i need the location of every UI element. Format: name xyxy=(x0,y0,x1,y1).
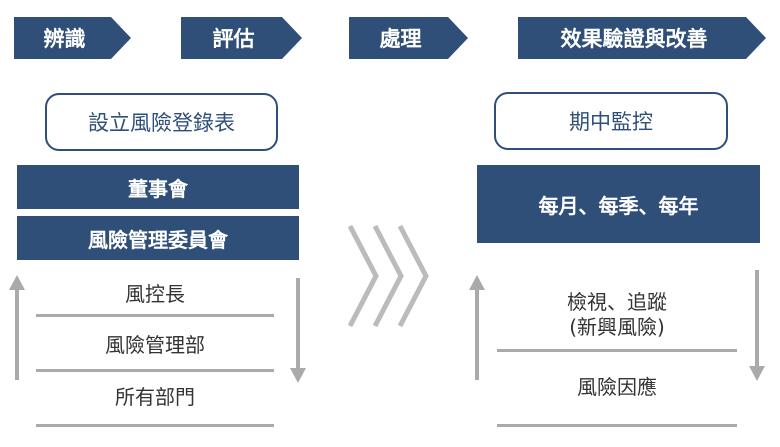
divider xyxy=(497,424,737,427)
up-arrow-icon xyxy=(469,275,485,380)
review-track-label: 檢視、追蹤 xyxy=(567,290,667,314)
cro-item: 風控長 xyxy=(36,275,274,313)
step-verify-improve-label: 效果驗證與改善 xyxy=(560,27,708,51)
emerging-risk-label: (新興風險) xyxy=(569,315,665,339)
cro-label: 風控長 xyxy=(125,281,185,306)
risk-committee-label: 風險管理委員會 xyxy=(88,227,228,252)
risk-dept-item: 風險管理部 xyxy=(36,325,274,365)
divider xyxy=(497,349,737,352)
all-depts-label: 所有部門 xyxy=(115,384,195,409)
risk-register-box: 設立風險登錄表 xyxy=(45,93,278,151)
frequency-label: 每月、每季、每年 xyxy=(538,193,699,218)
down-arrow-icon xyxy=(290,278,306,383)
interim-monitoring-label: 期中監控 xyxy=(569,110,653,134)
review-track-item: 檢視、追蹤 (新興風險) xyxy=(497,288,737,342)
divider xyxy=(36,369,274,372)
risk-committee-bar: 風險管理委員會 xyxy=(17,216,299,260)
step-identify: 辨識 xyxy=(14,17,131,59)
step-assess: 評估 xyxy=(181,17,302,59)
board-label: 董事會 xyxy=(128,176,188,201)
up-arrow-icon xyxy=(9,275,25,380)
down-arrow-icon xyxy=(749,270,765,381)
all-depts-item: 所有部門 xyxy=(36,377,274,417)
board-bar: 董事會 xyxy=(17,165,299,209)
risk-dept-label: 風險管理部 xyxy=(105,332,205,357)
risk-register-label: 設立風險登錄表 xyxy=(88,111,235,135)
divider xyxy=(36,314,274,317)
divider xyxy=(36,424,274,427)
step-verify-improve: 效果驗證與改善 xyxy=(518,17,766,59)
step-treat: 處理 xyxy=(349,17,468,59)
step-treat-label: 處理 xyxy=(379,27,422,51)
risk-response-item: 風險因應 xyxy=(497,367,737,407)
frequency-bar: 每月、每季、每年 xyxy=(477,165,760,243)
chevron-right-icon xyxy=(347,224,429,328)
step-assess-label: 評估 xyxy=(212,27,255,51)
interim-monitoring-box: 期中監控 xyxy=(494,92,728,150)
risk-response-label: 風險因應 xyxy=(577,374,657,399)
step-identify-label: 辨識 xyxy=(43,27,86,51)
